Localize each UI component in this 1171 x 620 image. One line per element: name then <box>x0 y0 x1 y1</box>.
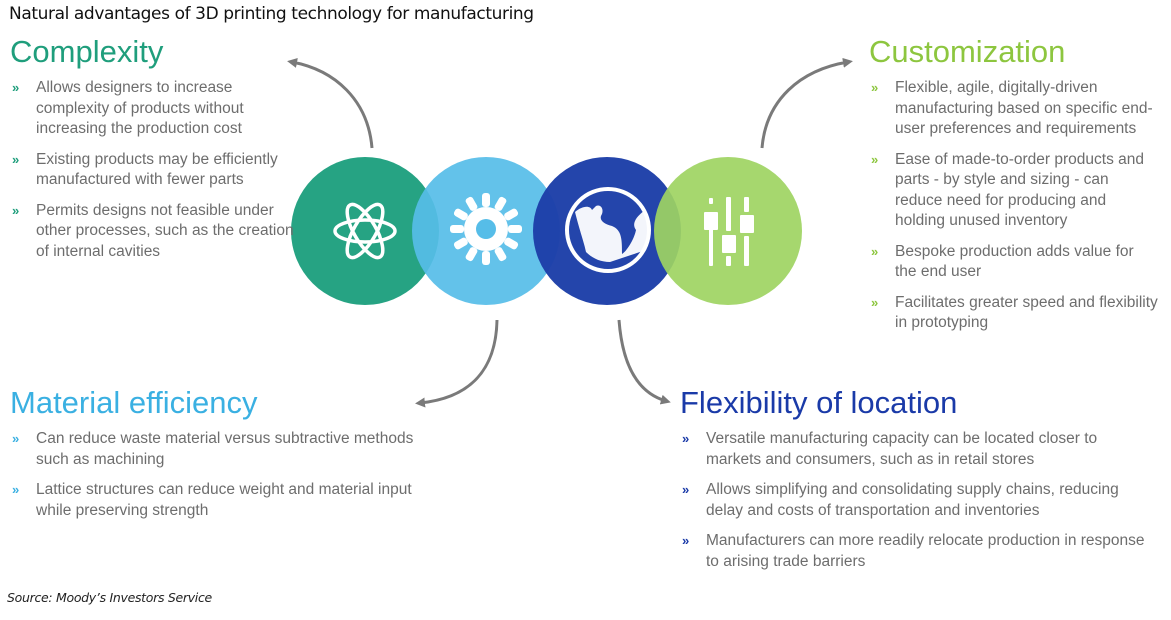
material-bullets: » Can reduce waste material versus subtra… <box>10 429 420 521</box>
bullet-marker-icon: » <box>682 431 690 446</box>
bullet-text: Can reduce waste material versus subtrac… <box>36 430 414 468</box>
arrow-to-location <box>617 319 671 405</box>
bullet-text: Facilitates greater speed and flexibilit… <box>895 293 1158 332</box>
bullet-item: » Bespoke production adds value for the e… <box>869 242 1159 283</box>
atom-icon <box>333 202 397 260</box>
arrow-to-material <box>415 319 499 408</box>
bullet-item: » Versatile manufacturing capacity can be… <box>680 429 1150 470</box>
bullet-item: » Flexible, agile, digitally-driven manuf… <box>869 78 1159 140</box>
complexity-section: Complexity » Allows designers to increase… <box>10 34 300 272</box>
bullet-item: » Can reduce waste material versus subtra… <box>10 429 420 470</box>
bullet-marker-icon: » <box>12 482 20 497</box>
complexity-bullets: » Allows designers to increase complexity… <box>10 78 300 262</box>
bullet-marker-icon: » <box>12 80 20 95</box>
bullet-text: Permits designs not feasible under other… <box>36 201 294 260</box>
customization-bullets: » Flexible, agile, digitally-driven manuf… <box>869 78 1159 334</box>
bullet-text: Lattice structures can reduce weight and… <box>36 481 412 519</box>
bullet-item: » Facilitates greater speed and flexibili… <box>869 293 1159 334</box>
source-note: Source: Moody’s Investors Service <box>7 590 212 605</box>
sliders-icon <box>704 197 754 266</box>
bullet-item: » Allows designers to increase complexity… <box>10 78 300 140</box>
bullet-item: » Lattice structures can reduce weight an… <box>10 480 420 521</box>
bullet-text: Allows simplifying and consolidating sup… <box>706 481 1119 519</box>
bullet-text: Allows designers to increase complexity … <box>36 79 244 137</box>
bullet-text: Bespoke production adds value for the en… <box>895 242 1134 281</box>
complexity-circle <box>291 157 439 305</box>
bullet-item: » Allows simplifying and consolidating su… <box>680 480 1150 521</box>
material-section: Material efficiency » Can reduce waste ma… <box>10 385 420 531</box>
customization-heading: Customization <box>869 34 1066 69</box>
bullet-marker-icon: » <box>682 533 690 548</box>
complexity-heading: Complexity <box>10 34 164 69</box>
bullet-marker-icon: » <box>12 431 20 446</box>
location-bullets: » Versatile manufacturing capacity can be… <box>680 429 1150 572</box>
bullet-item: » Existing products may be efficiently ma… <box>10 150 300 191</box>
bullet-marker-icon: » <box>682 482 690 497</box>
bullet-marker-icon: » <box>871 80 879 95</box>
material-heading: Material efficiency <box>10 385 258 420</box>
bullet-item: » Ease of made-to-order products and part… <box>869 150 1159 232</box>
customization-section: Customization » Flexible, agile, digitall… <box>869 34 1159 344</box>
location-heading: Flexibility of location <box>680 385 958 420</box>
page-title: Natural advantages of 3D printing techno… <box>9 4 534 24</box>
bullet-text: Ease of made-to-order products and parts… <box>895 150 1144 230</box>
arrow-to-customization <box>760 57 853 149</box>
bullet-text: Manufacturers can more readily relocate … <box>706 532 1145 570</box>
gear-icon <box>450 193 522 265</box>
arrow-to-complexity <box>287 58 374 149</box>
bullet-text: Flexible, agile, digitally-driven manufa… <box>895 79 1153 137</box>
bullet-marker-icon: » <box>871 151 879 167</box>
bullet-item: » Manufacturers can more readily relocate… <box>680 531 1150 572</box>
bullet-text: Versatile manufacturing capacity can be … <box>706 430 1098 468</box>
globe-icon <box>565 187 651 273</box>
bullet-marker-icon: » <box>12 151 20 167</box>
bullet-item: » Permits designs not feasible under othe… <box>10 201 300 263</box>
bullet-text: Existing products may be efficiently man… <box>36 150 278 189</box>
bullet-marker-icon: » <box>871 294 879 310</box>
bullet-marker-icon: » <box>12 202 20 218</box>
location-section: Flexibility of location » Versatile manuf… <box>680 385 1150 582</box>
bullet-marker-icon: » <box>871 243 879 259</box>
